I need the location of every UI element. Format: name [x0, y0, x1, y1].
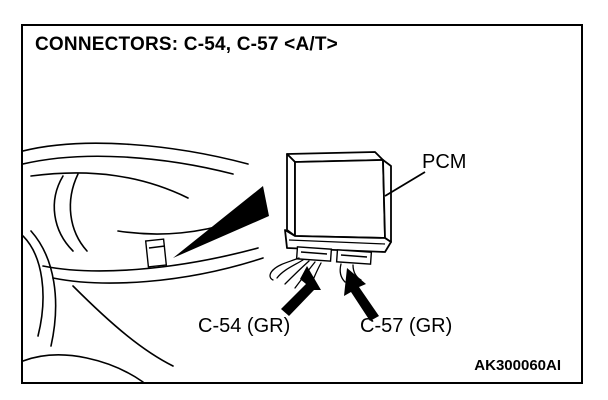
dash-lower-edge	[42, 247, 259, 272]
pcm-label: PCM	[422, 151, 467, 173]
diagram-title: CONNECTORS: C-54, C-57 <A/T>	[35, 34, 338, 55]
knee-bolster	[72, 285, 174, 367]
figure-code: AK300060AI	[474, 357, 561, 374]
dash-top-edge-inner	[23, 155, 234, 175]
connector-c54-label: C-54 (GR)	[198, 315, 291, 337]
dash-connector-box	[144, 238, 168, 268]
pcm-base	[284, 229, 392, 253]
zoom-callout-wedge	[173, 186, 269, 258]
pcm-unit	[284, 151, 392, 253]
arrow-c57	[344, 268, 379, 321]
connector-location-illustration	[23, 142, 426, 382]
pcm-side-face	[382, 159, 392, 243]
diagram-frame: CONNECTORS: C-54, C-57 <A/T>	[21, 24, 583, 384]
dash-vent-arc	[53, 175, 74, 252]
connector-c57-plug	[335, 249, 373, 265]
dashboard-outline	[23, 142, 264, 382]
arrow-c54	[281, 266, 321, 316]
pcm-front-face	[286, 153, 296, 237]
connector-plugs	[295, 246, 373, 265]
dash-vent-arc-2	[69, 173, 88, 252]
dash-upper-hood	[30, 172, 189, 199]
steering-column-2	[30, 230, 57, 347]
pcm-leader-line	[384, 171, 426, 197]
pcm-main-face	[294, 159, 386, 239]
dash-top-edge	[23, 142, 249, 165]
connector-c57-label: C-57 (GR)	[360, 315, 453, 337]
dash-lower-edge-2	[52, 257, 264, 284]
steering-column	[23, 235, 44, 337]
floor-curve	[23, 354, 144, 382]
connector-c54-plug	[295, 246, 333, 262]
